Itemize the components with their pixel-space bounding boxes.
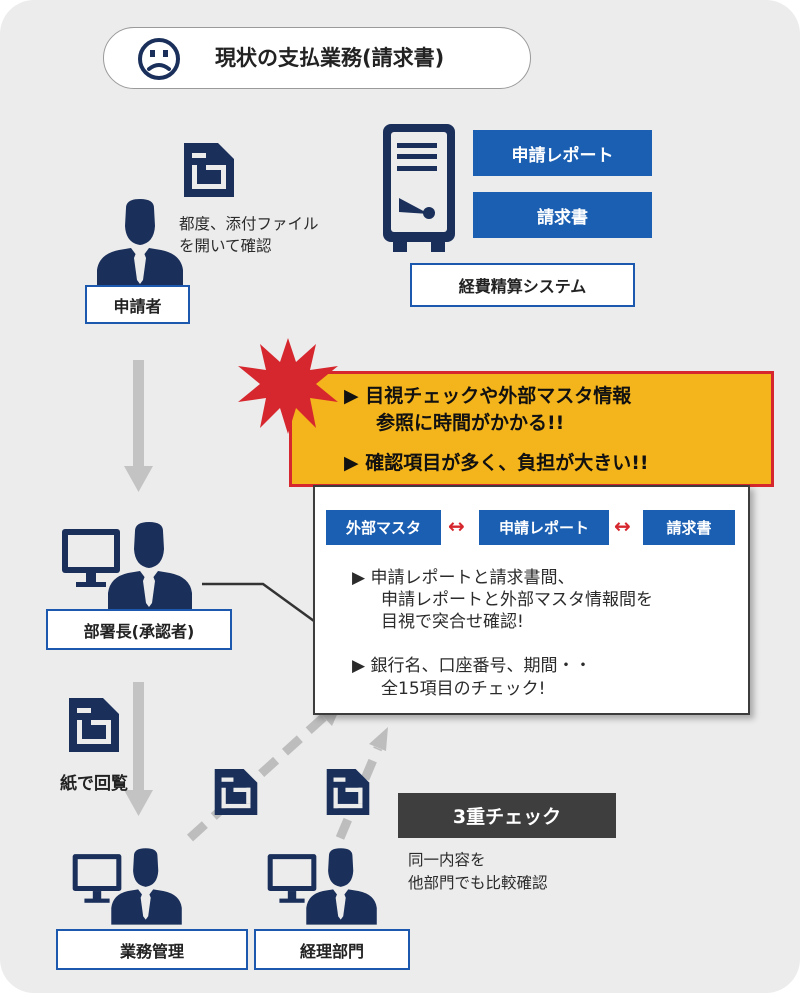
double-arrow-icon: ↔ — [448, 514, 465, 538]
point1-line3: 目視で突合せ確認! — [381, 612, 524, 632]
invoice-button-small: 請求書 — [643, 510, 735, 545]
sad-face-icon — [138, 38, 180, 80]
page-title: 現状の支払業務(請求書) — [215, 46, 445, 70]
warning-line1b: 参照に時間がかかる!! — [376, 412, 565, 434]
report-button-small: 申請レポート — [479, 510, 609, 545]
paper-note: 紙で回覧 — [60, 774, 128, 794]
person-with-computer-icon — [62, 522, 192, 613]
manager-label: 部署長(承認者) — [46, 609, 232, 650]
server-icon — [383, 124, 455, 252]
point2-line1: ▶ 銀行名、口座番号、期間・・ — [352, 656, 592, 676]
point1-line1: ▶ 申請レポートと請求書間、 — [352, 568, 575, 588]
document-icon — [326, 769, 370, 815]
report-button: 申請レポート — [473, 130, 652, 176]
person-with-computer-icon — [267, 848, 377, 925]
document-icon — [184, 143, 234, 197]
external-master-button: 外部マスタ — [326, 510, 441, 545]
person-icon — [97, 199, 183, 290]
person-with-computer-icon — [72, 848, 182, 925]
invoice-button: 請求書 — [473, 192, 652, 238]
down-arrow-1 — [124, 360, 153, 492]
document-icon — [69, 698, 119, 752]
document-icon — [214, 769, 258, 815]
applicant-note-line2: を開いて確認 — [179, 237, 272, 255]
manager-connector-line — [202, 582, 315, 623]
applicant-note-line1: 都度、添付ファイル — [179, 215, 319, 233]
triple-check-note-line1: 同一内容を — [408, 851, 486, 869]
point2-line2: 全15項目のチェック! — [381, 679, 546, 699]
business-label: 業務管理 — [56, 929, 248, 970]
point1-line2: 申請レポートと外部マスタ情報間を — [381, 590, 653, 610]
burst-icon — [238, 338, 338, 434]
applicant-label: 申請者 — [85, 285, 190, 324]
system-label: 経費精算システム — [410, 263, 635, 307]
accounting-label: 経理部門 — [254, 929, 410, 970]
triple-check-note-line2: 他部門でも比較確認 — [408, 874, 548, 892]
warning-line2: ▶ 確認項目が多く、負担が大きい!! — [344, 452, 649, 474]
down-arrow-2 — [124, 682, 153, 816]
double-arrow-icon: ↔ — [614, 514, 631, 538]
title-pill — [103, 27, 531, 89]
warning-line1: ▶ 目視チェックや外部マスタ情報 — [344, 385, 632, 407]
triple-check-label: 3重チェック — [398, 793, 616, 838]
